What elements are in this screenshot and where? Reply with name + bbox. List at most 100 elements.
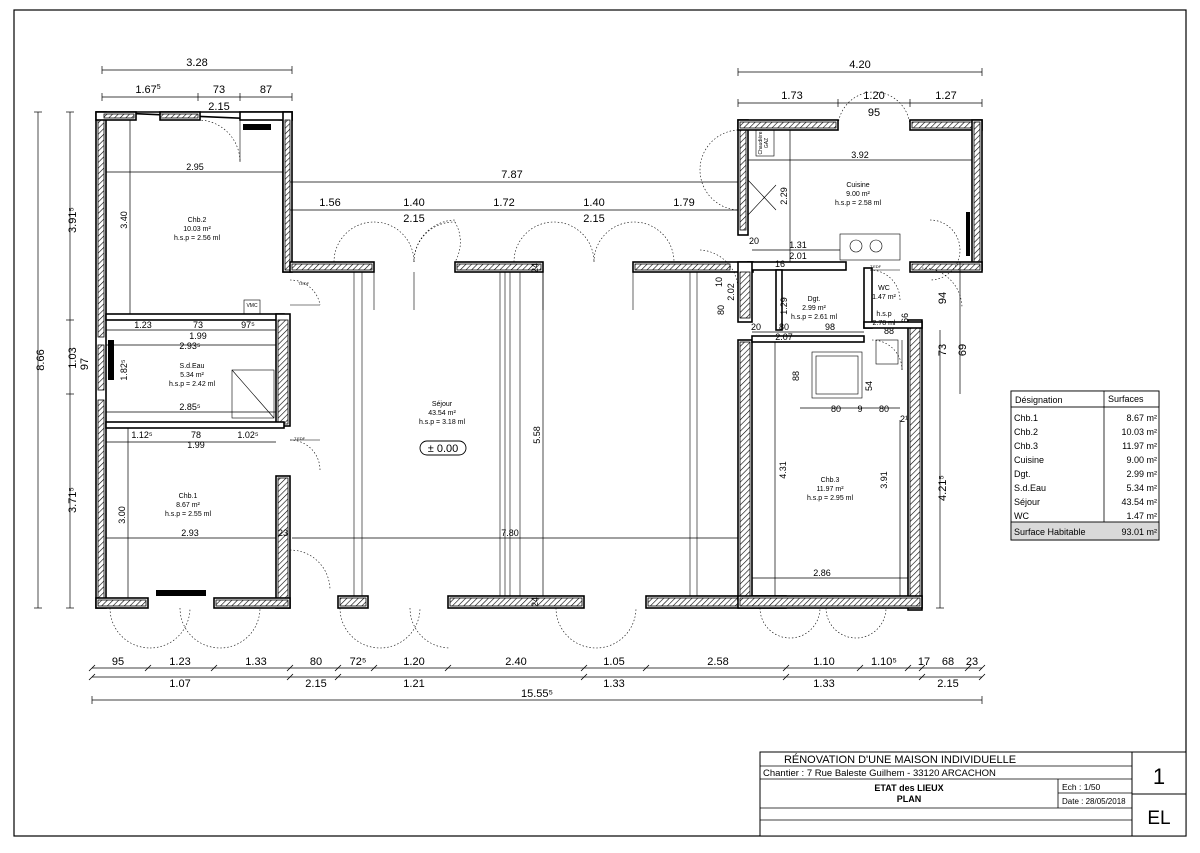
dim-bottom-row1-item: 95 (112, 656, 124, 668)
svg-text:7.80: 7.80 (501, 528, 519, 538)
table-row-name: S.d.Eau (1014, 483, 1046, 493)
dim-top-right-b: 1.20 (863, 90, 884, 102)
dim-bottom-row1-item: 2.40 (505, 656, 526, 668)
table-row-name: Séjour (1014, 497, 1040, 507)
table-row-surface: 9.00 m² (1126, 455, 1157, 465)
svg-text:h.s.p: h.s.p (876, 311, 891, 318)
svg-text:1.23: 1.23 (134, 320, 152, 330)
svg-text:80: 80 (779, 322, 789, 332)
dim-left-c: 97 (79, 358, 91, 370)
dim-top-left-c: 87 (260, 84, 272, 96)
dim-left-overall: 8.66 (35, 349, 47, 370)
svg-text:Dgt.: Dgt. (808, 296, 821, 303)
svg-text:h.s.p = 2.42 ml: h.s.p = 2.42 ml (169, 381, 216, 388)
svg-text:10: 10 (714, 277, 724, 287)
svg-text:24: 24 (530, 597, 540, 607)
svg-text:1.31: 1.31 (789, 240, 807, 250)
svg-text:88: 88 (791, 371, 801, 381)
room-cuisine: Cuisine 9.00 m² h.s.p = 2.58 ml (835, 182, 882, 207)
drawing-date: Date : 28/05/2018 (1062, 797, 1126, 806)
svg-text:54: 54 (864, 381, 874, 391)
dim-top-right-overall: 4.20 (849, 59, 870, 71)
dim-bottom-row2-item: 2.15 (937, 678, 958, 690)
dim-bottom-row1-item: 2.58 (707, 656, 728, 668)
svg-text:88: 88 (884, 326, 894, 336)
dim-left-a: 3.91⁵ (67, 207, 79, 233)
svg-text:h.s.p = 2.55 ml: h.s.p = 2.55 ml (165, 511, 212, 518)
dim-top-left-a: 1.67 (135, 84, 156, 96)
svg-text:h.s.p = 2.56 ml: h.s.p = 2.56 ml (174, 235, 221, 242)
svg-text:WC: WC (878, 285, 890, 292)
table-total-label: Surface Habitable (1014, 527, 1086, 537)
svg-text:Séjour: Séjour (432, 401, 453, 408)
dim-left-b: 1.03 (67, 347, 79, 368)
sheet-code: EL (1147, 808, 1170, 829)
dim-bottom-row1-item: 1.10 (813, 656, 834, 668)
svg-text:2¹: 2¹ (900, 414, 908, 424)
tedf-label-2: T.EDF (870, 264, 882, 269)
dim-mid-c: 1.72 (493, 197, 514, 209)
dim-bottom-row2-item: 1.33 (813, 678, 834, 690)
dim-bottom-row2-item: 1.07 (169, 678, 190, 690)
svg-text:2.99 m²: 2.99 m² (802, 305, 826, 312)
svg-text:80: 80 (831, 404, 841, 414)
svg-text:97⁵: 97⁵ (241, 320, 255, 330)
dim-left-d: 3.71⁵ (67, 487, 79, 513)
svg-text:1.02⁵: 1.02⁵ (237, 430, 259, 440)
table-total-value: 93.01 m² (1121, 527, 1157, 537)
sheet-number: 1 (1153, 764, 1165, 789)
svg-text:5.34 m²: 5.34 m² (180, 372, 204, 379)
tedf-label-3: T.EDF (294, 436, 306, 441)
svg-text:16: 16 (775, 259, 785, 269)
dim-bottom-row1-item: 1.33 (245, 656, 266, 668)
dim-bottom-row1-item: 23 (966, 656, 978, 668)
svg-text:1.47 m²: 1.47 m² (872, 294, 896, 301)
svg-text:2.02: 2.02 (726, 283, 736, 301)
svg-text:23: 23 (278, 528, 288, 538)
table-row-surface: 8.67 m² (1126, 413, 1157, 423)
svg-text:2.93: 2.93 (181, 528, 199, 538)
table-row-surface: 2.99 m² (1126, 469, 1157, 479)
room-sdeau: S.d.Eau 5.34 m² h.s.p = 2.42 ml (169, 363, 216, 388)
svg-text:S.d.Eau: S.d.Eau (180, 363, 205, 370)
svg-text:h.s.p = 3.18 ml: h.s.p = 3.18 ml (419, 419, 466, 426)
svg-text:Cuisine: Cuisine (846, 182, 869, 189)
sheet-border (13, 9, 1187, 837)
svg-text:2.01: 2.01 (789, 251, 807, 261)
vmc-label: VMC (246, 303, 258, 309)
dim-bottom-row2-item: 2.15 (305, 678, 326, 690)
dim-bottom-row2-item: 1.33 (603, 678, 624, 690)
dim-mid-e: 1.79 (673, 197, 694, 209)
internal-dimension-lines (106, 120, 972, 598)
internal-dimensions: 2.95 3.40 1.23 73 97⁵ 1.99 2.93⁵ 1.82⁵ 2… (117, 150, 910, 607)
room-chb3: Chb.3 11.97 m² h.s.p = 2.95 ml (807, 477, 854, 502)
svg-text:10.03 m²: 10.03 m² (183, 226, 211, 233)
exterior-dimension-lines (34, 66, 983, 704)
level-marker: ± 0.00 (419, 440, 467, 456)
table-row-surface: 1.47 m² (1126, 511, 1157, 521)
table-row-name: Dgt. (1014, 469, 1031, 479)
svg-text:98: 98 (825, 322, 835, 332)
dim-mid-d: 1.40 (583, 197, 604, 209)
svg-text:Chb.2: Chb.2 (188, 217, 207, 224)
title-block: RÉNOVATION D'UNE MAISON INDIVIDUELLE Cha… (759, 751, 1187, 837)
dim-bottom-row1-item: 1.10⁵ (871, 656, 897, 668)
dim-bottom-row1-item: 68 (942, 656, 954, 668)
dim-top-left-b: 73 (213, 84, 225, 96)
dim-mid-g: 2.15 (583, 213, 604, 225)
svg-text:1.82⁵: 1.82⁵ (119, 359, 129, 381)
table-row-name: Cuisine (1014, 455, 1044, 465)
exterior-dimensions: 3.28 1.675 73 87 2.15 4.20 1.73 1.20 1.2… (35, 57, 986, 700)
project-site: Chantier : 7 Rue Baleste Guilhem - 33120… (763, 768, 996, 779)
chaudiere-label: Chaudière (758, 131, 764, 154)
svg-text:1.29: 1.29 (779, 297, 789, 315)
svg-text:9.00 m²: 9.00 m² (846, 191, 870, 198)
dim-bottom-overall: 15.55⁵ (521, 688, 553, 700)
dim-bottom-row1-item: 72⁵ (350, 656, 367, 668)
table-row-name: Chb.1 (1014, 413, 1038, 423)
